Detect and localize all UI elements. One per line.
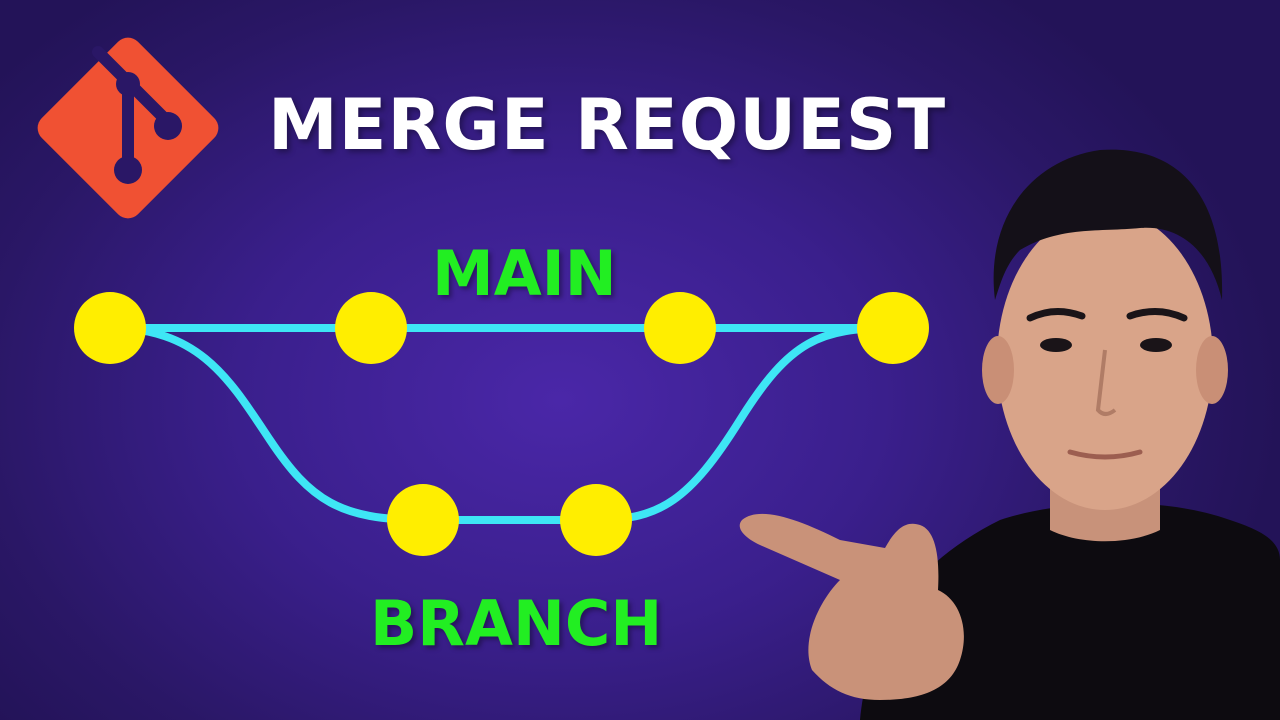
feature-branch-label: BRANCH [370,587,663,660]
commit-dot [644,292,716,364]
commit-dot [857,292,929,364]
video-title: MERGE REQUEST [268,84,947,166]
commit-dot [387,484,459,556]
feature-branch-path [106,324,897,524]
presenter-figure [739,149,1280,720]
commit-dot [560,484,632,556]
commit-dot [335,292,407,364]
git-logo-branch-glyph [92,46,182,184]
commit-dot [74,292,146,364]
main-branch-label: MAIN [432,237,617,310]
